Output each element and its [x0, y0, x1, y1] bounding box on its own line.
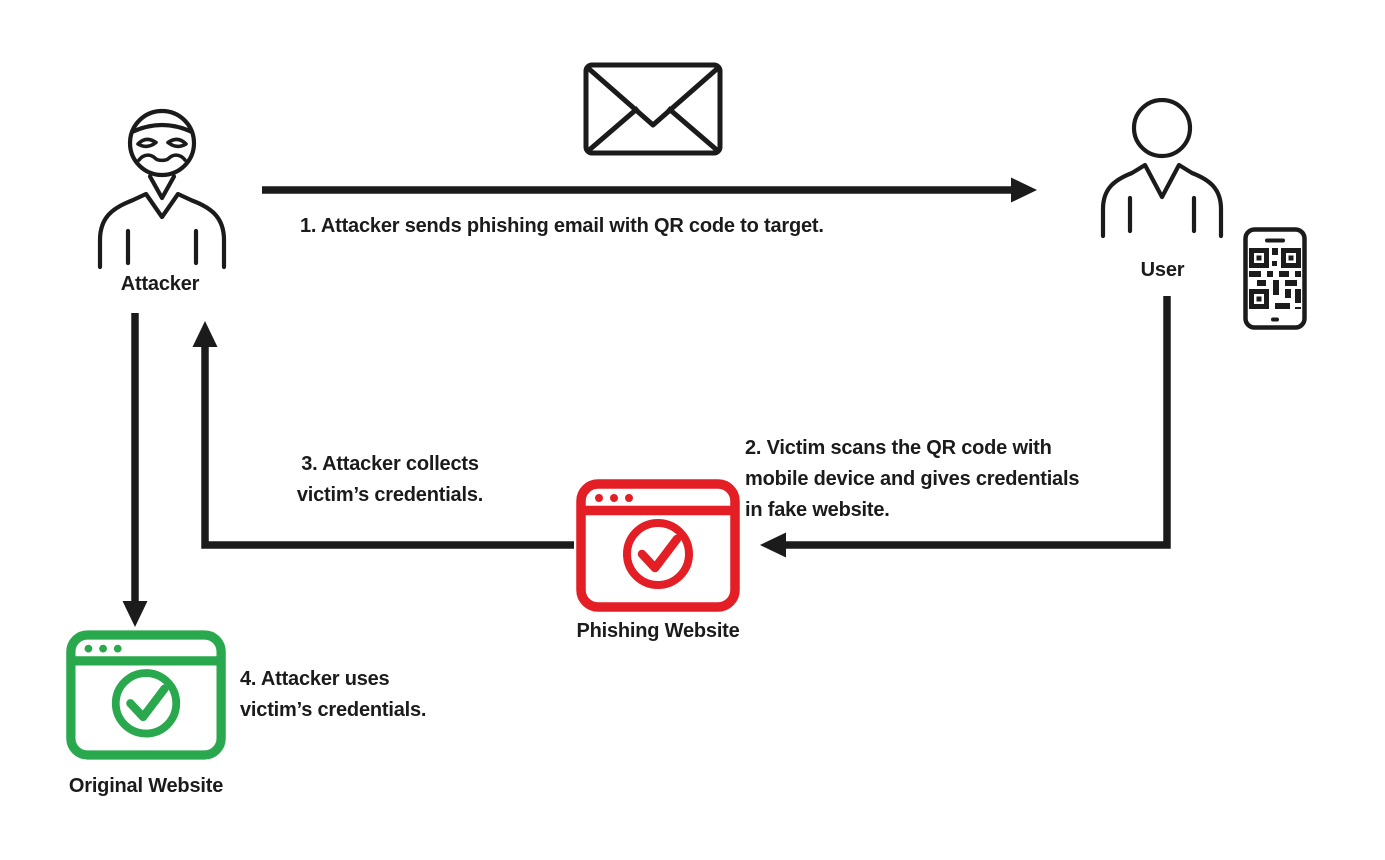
checkmark	[637, 534, 682, 573]
step3-text: 3. Attacker collects victim’s credential…	[280, 449, 500, 511]
phishing-website-icon	[576, 479, 740, 612]
step3-line2: victim’s credentials.	[296, 484, 484, 506]
user-node	[1095, 98, 1230, 248]
arrow-step3-phishing-website-to-attacker	[192, 321, 574, 549]
step2-line3: in fake website.	[745, 499, 890, 521]
step2-line2: mobile device and gives credentials	[745, 468, 1080, 490]
browser-dots	[84, 644, 122, 653]
arrow-step4-attacker-to-original-website	[122, 313, 148, 627]
attacker-node	[90, 103, 230, 271]
phishing-website-label: Phishing Website	[576, 620, 740, 642]
qr-code-pattern	[1249, 248, 1301, 309]
phishing-website-node	[576, 479, 740, 612]
original-website-icon	[66, 630, 226, 760]
email-icon	[583, 62, 723, 156]
step4-text: 4. Attacker uses victim’s credentials.	[240, 664, 426, 726]
arrow-step2-user-to-phishing-website	[760, 296, 1171, 558]
step2-line1: 2. Victim scans the QR code with	[745, 437, 1052, 459]
step2-text: 2. Victim scans the QR code with mobile …	[745, 433, 1079, 526]
browser-dots	[595, 494, 633, 502]
attacker-icon	[97, 108, 227, 270]
original-website-node	[66, 630, 226, 760]
original-website-label: Original Website	[68, 775, 224, 797]
checkmark	[126, 684, 169, 722]
qr-phone-node	[1243, 227, 1307, 330]
step1-line1: 1. Attacker sends phishing email with QR…	[300, 215, 824, 237]
step4-line2: victim’s credentials.	[240, 699, 427, 721]
email-node	[583, 62, 723, 156]
smartphone-qr-code-icon	[1243, 227, 1307, 330]
user-icon	[1100, 98, 1224, 239]
step1-text: 1. Attacker sends phishing email with QR…	[300, 211, 824, 242]
step4-line1: 4. Attacker uses	[240, 668, 390, 690]
user-label: User	[1140, 259, 1185, 281]
step3-line1: 3. Attacker collects	[301, 453, 479, 475]
attacker-label: Attacker	[120, 273, 200, 295]
arrow-step1-attacker-to-user	[262, 177, 1037, 203]
